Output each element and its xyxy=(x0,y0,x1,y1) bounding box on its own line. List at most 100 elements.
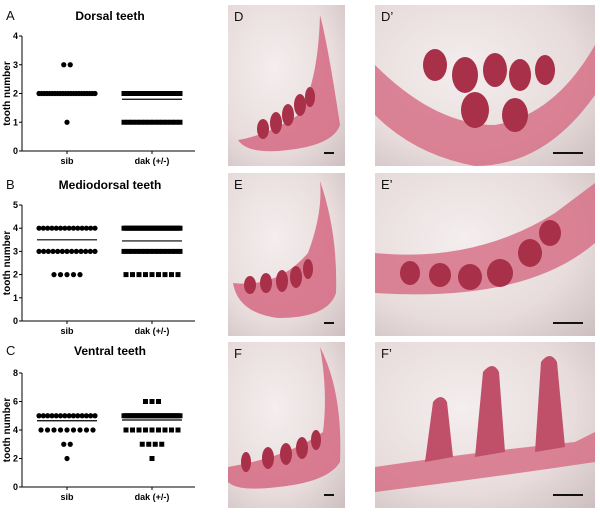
data-point xyxy=(69,248,75,254)
y-tick-label: 1 xyxy=(13,293,18,303)
data-point xyxy=(92,225,98,231)
y-tick-label: 0 xyxy=(13,146,18,156)
panel-label: D’ xyxy=(381,9,394,24)
data-point xyxy=(53,225,59,231)
x-tick-label: dak (+/-) xyxy=(135,326,170,336)
data-point xyxy=(41,248,47,254)
chart-title: Dorsal teeth xyxy=(75,9,144,23)
data-point xyxy=(51,427,57,433)
data-point xyxy=(175,427,181,433)
data-point xyxy=(88,225,94,231)
data-point xyxy=(67,62,73,68)
data-point xyxy=(62,413,68,419)
chart-title: Mediodorsal teeth xyxy=(59,178,162,192)
jaw-image xyxy=(375,45,595,166)
panel-letter: A xyxy=(6,8,15,23)
panel-letter: B xyxy=(6,177,15,192)
x-tick-label: sib xyxy=(60,492,74,502)
data-point xyxy=(36,248,42,254)
data-point xyxy=(64,427,70,433)
data-point xyxy=(143,248,149,254)
jaw-image xyxy=(228,347,341,489)
data-point xyxy=(45,225,51,231)
data-point xyxy=(51,272,57,278)
data-point xyxy=(123,272,129,278)
y-tick-label: 3 xyxy=(13,60,18,70)
data-point xyxy=(83,225,89,231)
data-point xyxy=(73,248,79,254)
y-tick-label: 2 xyxy=(13,454,18,464)
data-point xyxy=(92,413,98,419)
data-point xyxy=(143,272,148,278)
data-point xyxy=(151,248,157,254)
data-point xyxy=(83,413,89,419)
data-point xyxy=(83,248,89,254)
data-point xyxy=(130,119,136,125)
data-point xyxy=(169,427,174,433)
y-tick-label: 5 xyxy=(13,200,18,210)
data-point xyxy=(139,441,145,447)
data-point xyxy=(147,248,153,254)
data-point xyxy=(64,272,70,278)
data-point xyxy=(156,427,161,433)
data-point xyxy=(168,248,174,254)
data-point xyxy=(90,427,96,433)
scale-bar xyxy=(553,152,583,154)
data-point xyxy=(164,248,170,254)
data-point xyxy=(75,413,81,419)
scale-bar xyxy=(324,322,334,324)
data-point xyxy=(40,413,46,419)
data-point xyxy=(149,399,155,404)
photo-f-prime: F’ xyxy=(375,342,595,508)
data-point xyxy=(49,413,55,419)
data-point xyxy=(125,248,131,254)
data-point xyxy=(50,248,56,254)
y-tick-label: 0 xyxy=(13,316,18,326)
data-point xyxy=(70,272,77,278)
x-tick-label: dak (+/-) xyxy=(135,492,170,502)
y-axis-label: tooth number xyxy=(2,61,13,126)
data-point xyxy=(88,413,94,419)
data-point xyxy=(57,272,64,278)
data-point xyxy=(64,119,70,125)
data-point xyxy=(143,427,148,433)
data-point xyxy=(70,225,77,231)
photo-e-prime: E’ xyxy=(375,173,595,336)
panel-label: F xyxy=(234,346,242,361)
y-axis-label: tooth number xyxy=(2,398,13,463)
data-point xyxy=(149,272,155,278)
data-point xyxy=(125,119,131,125)
data-point xyxy=(173,248,179,254)
data-point xyxy=(92,248,98,254)
data-point xyxy=(155,248,161,254)
data-point xyxy=(121,119,127,125)
data-point xyxy=(121,248,127,254)
data-point xyxy=(55,248,61,254)
data-point xyxy=(77,272,83,278)
y-tick-label: 2 xyxy=(13,270,18,280)
panel-label: D xyxy=(234,9,244,24)
data-point xyxy=(177,248,183,254)
photo-e: E xyxy=(228,173,345,336)
scale-bar xyxy=(553,494,583,496)
data-point xyxy=(59,248,65,254)
data-point xyxy=(130,272,135,278)
data-point xyxy=(45,413,51,419)
data-point xyxy=(62,225,68,231)
data-point xyxy=(149,456,155,461)
data-point xyxy=(173,119,179,125)
data-point xyxy=(64,455,70,462)
y-tick-label: 4 xyxy=(13,31,18,41)
data-point xyxy=(66,225,72,231)
data-point xyxy=(138,119,144,125)
data-point xyxy=(151,119,157,125)
y-tick-label: 8 xyxy=(13,368,18,378)
data-point xyxy=(169,272,174,278)
data-point xyxy=(57,225,64,231)
data-point xyxy=(79,413,85,419)
data-point xyxy=(160,248,166,254)
scale-bar xyxy=(324,152,334,154)
jaw-image xyxy=(375,356,595,492)
y-tick-label: 4 xyxy=(13,223,18,233)
y-tick-label: 3 xyxy=(13,246,18,256)
